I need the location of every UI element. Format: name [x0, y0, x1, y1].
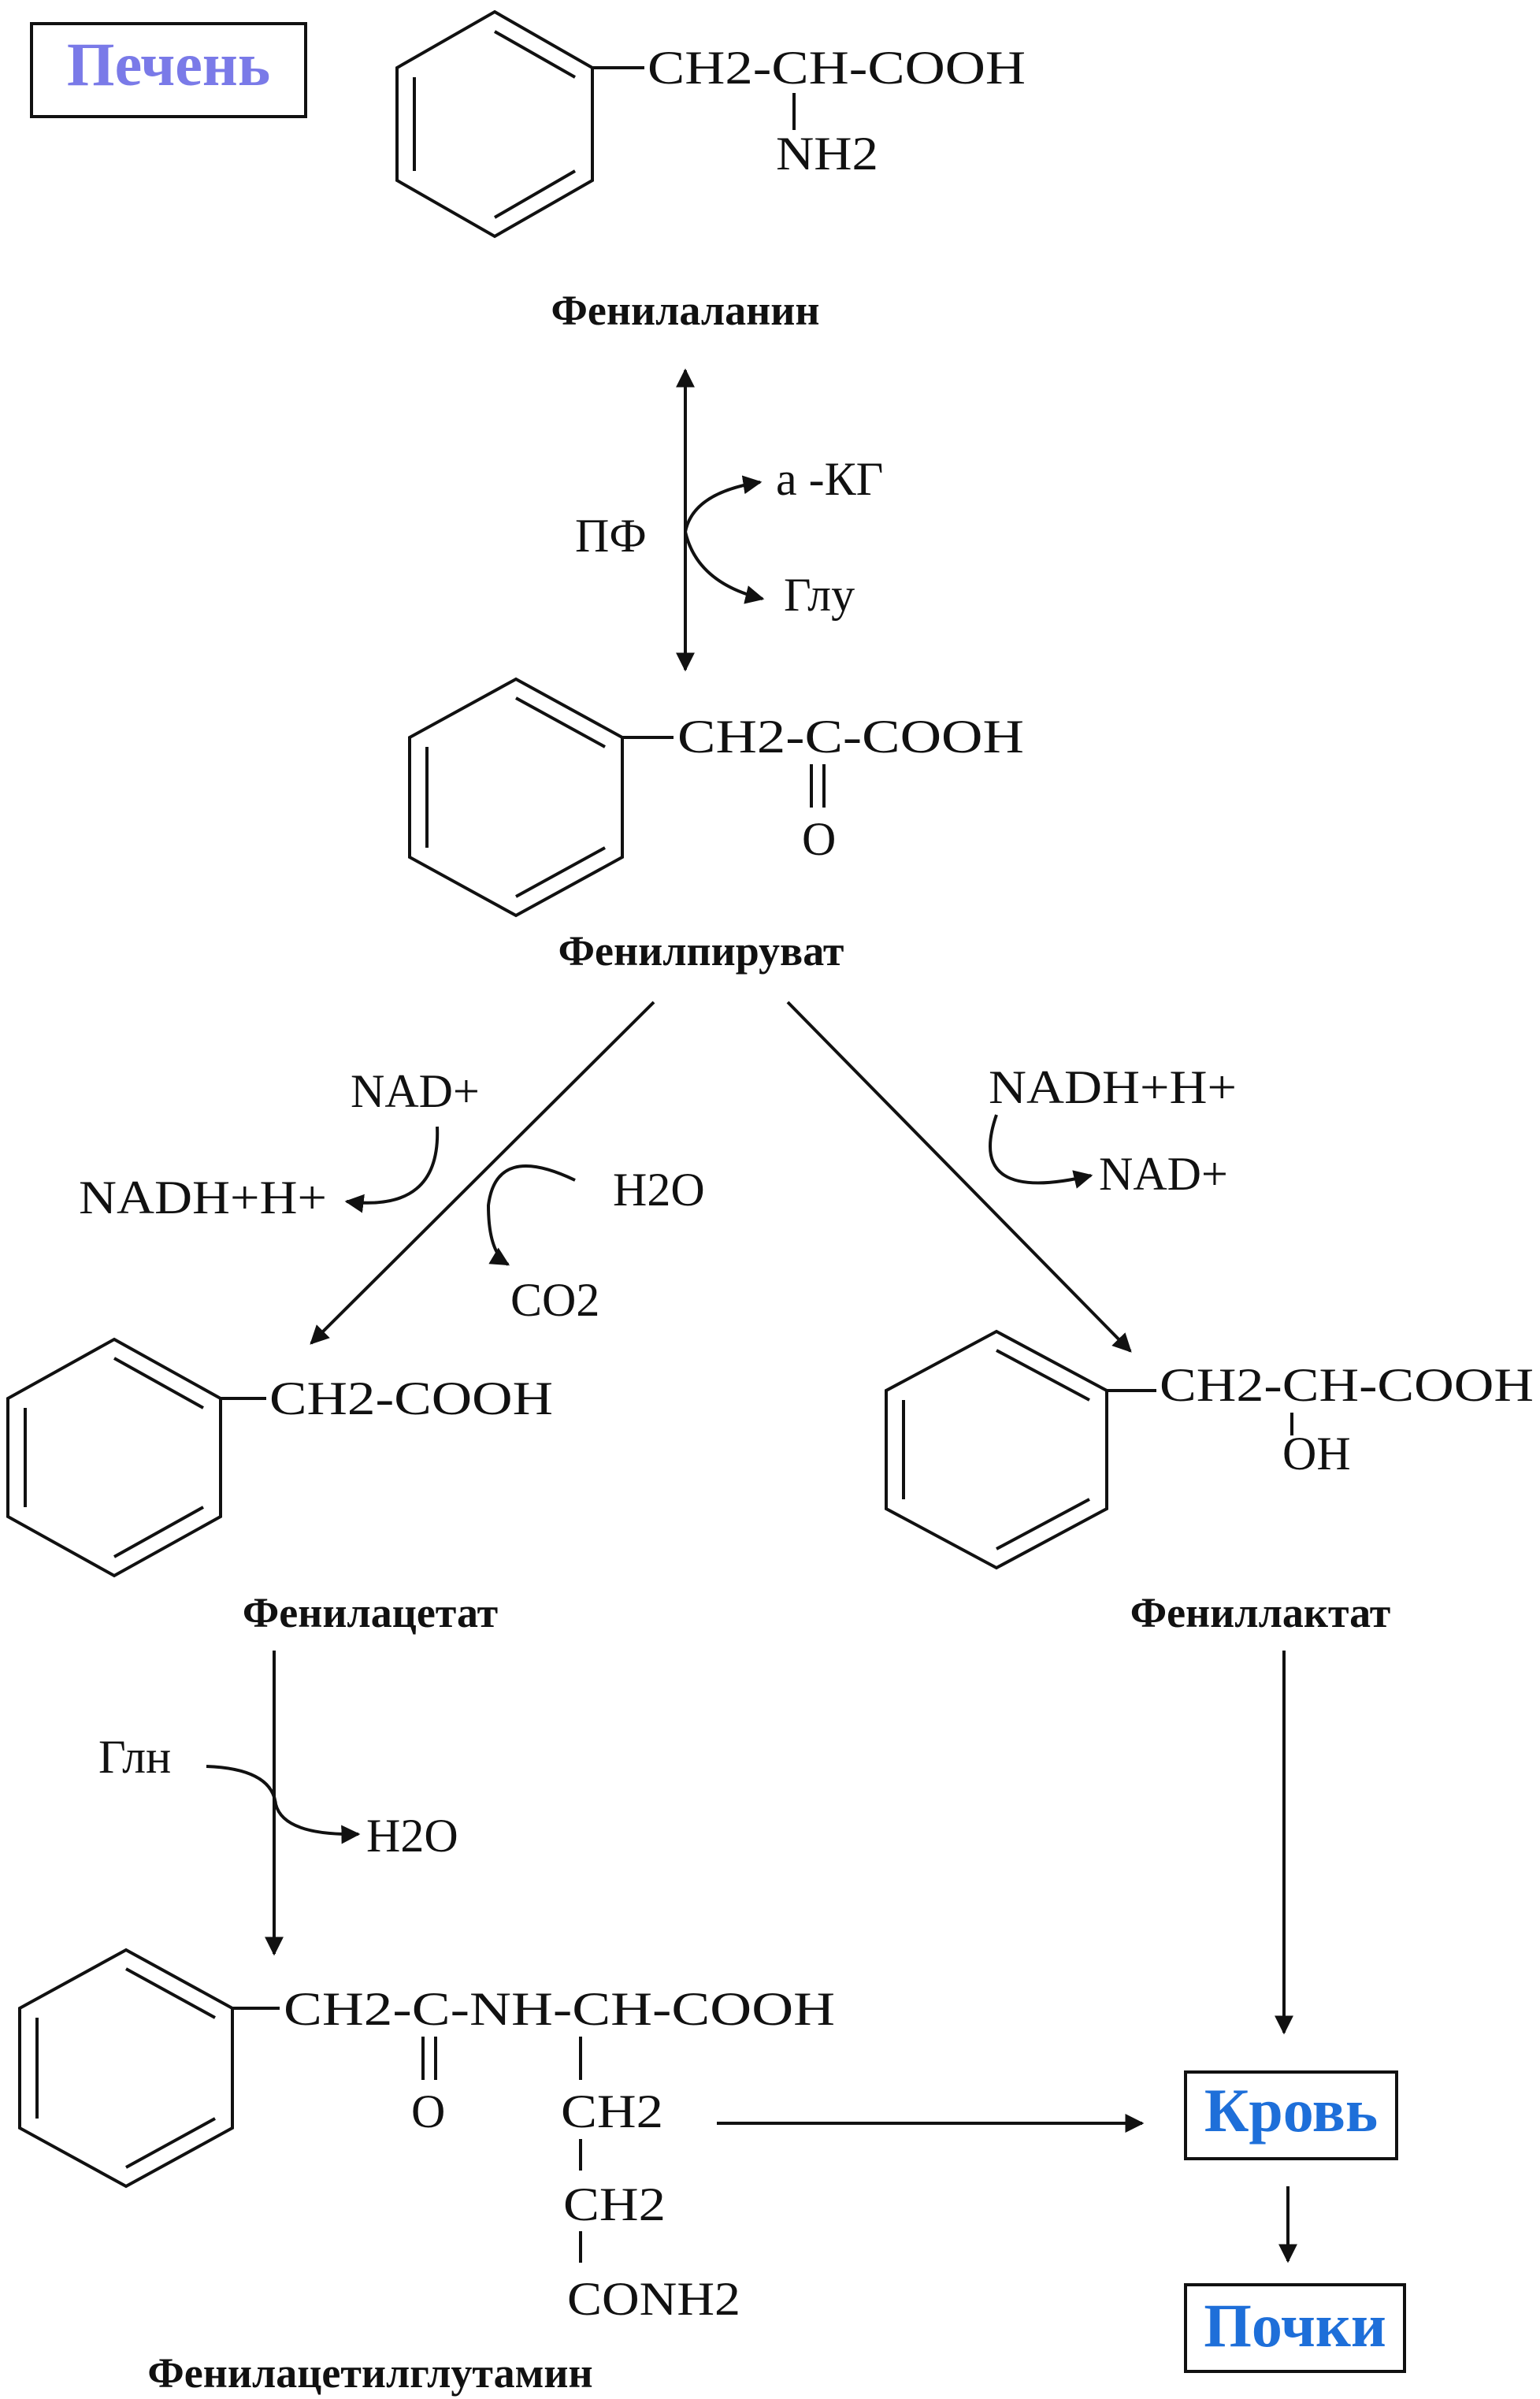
curved-arrow-glu [684, 531, 765, 604]
glu-label: Глу [784, 569, 855, 621]
phenylacetate-name: Фенилацетат [243, 1589, 498, 1636]
nadh-left: NADH+H+ [79, 1172, 327, 1224]
phenyllactate-substituent: OH [1282, 1428, 1351, 1480]
liver-label: Печень [30, 22, 307, 118]
nad-plus-left: NAD+ [351, 1065, 480, 1117]
benzene-ring-icon [408, 677, 624, 918]
gln-label: Глн [98, 1731, 171, 1783]
liver-label-text: Печень [67, 30, 270, 98]
phenylacetylglutamine-structure: CH2-C-NH-CH-COOH O CH2 CH2 CONH2 [18, 1948, 835, 2325]
phenylpyruvate-substituent: O [802, 813, 836, 865]
curved-arrow-akg [684, 475, 763, 533]
co2-label: CO2 [510, 1274, 599, 1326]
side-chain-ch2-2: CH2 [563, 2178, 666, 2230]
benzene-ring-icon [885, 1329, 1108, 1570]
phenyllactate-chain: CH2-CH-COOH [1160, 1359, 1534, 1411]
phenylpyruvate-structure: CH2-C-COOH O [408, 677, 1024, 918]
benzene-ring-icon [6, 1337, 222, 1578]
arrow-to-phenylacetate [310, 1001, 655, 1345]
arrow-to-phenyllactate [786, 1001, 1132, 1353]
phenylalanine-name: Фенилаланин [551, 287, 820, 334]
phenylalanine-substituent: NH2 [776, 128, 878, 180]
phenylpyruvate-chain: CH2-C-COOH [677, 711, 1024, 763]
phenylacetylglutamine-carbonyl: O [411, 2085, 445, 2137]
h2o-left: H2O [613, 1164, 705, 1216]
h2o-conjugation: H2O [366, 1810, 458, 1862]
phenylalanine-structure: CH2-CH-COOH NH2 [395, 9, 1026, 239]
phenylacetylglutamine-chain: CH2-C-NH-CH-COOH [284, 1983, 835, 2035]
phenyllactate-structure: CH2-CH-COOH OH [885, 1329, 1534, 1570]
phenyllactate-name: Фениллактат [1130, 1589, 1391, 1636]
blood-label-text: Кровь [1204, 2076, 1378, 2145]
phenylpyruvate-name: Фенилпируват [558, 927, 844, 975]
curved-arrow-nad [344, 1126, 440, 1213]
benzene-ring-icon [395, 9, 594, 239]
kidneys-label: Почки [1184, 2283, 1406, 2373]
akg-label: а -КГ [776, 453, 883, 505]
nad-plus-right: NAD+ [1099, 1148, 1228, 1200]
blood-label: Кровь [1184, 2070, 1398, 2160]
kidneys-label-text: Почки [1204, 2291, 1386, 2360]
benzene-ring-icon [18, 1948, 234, 2189]
enzyme-label: ПФ [575, 510, 647, 562]
phenylacetate-chain: CH2-COOH [269, 1372, 553, 1424]
curved-arrow-gln [206, 1765, 361, 1844]
nadh-right: NADH+H+ [989, 1061, 1237, 1113]
phenylacetylglutamine-name: Фенилацетилглутамин [147, 2349, 592, 2397]
phenylacetate-structure: CH2-COOH [6, 1337, 553, 1578]
curved-arrow-reduction [989, 1114, 1093, 1189]
curved-arrow-h2o [486, 1164, 576, 1266]
side-chain-conh2: CONH2 [567, 2273, 740, 2325]
phenylalanine-chain: CH2-CH-COOH [648, 42, 1026, 94]
side-chain-ch2-1: CH2 [561, 2085, 663, 2137]
